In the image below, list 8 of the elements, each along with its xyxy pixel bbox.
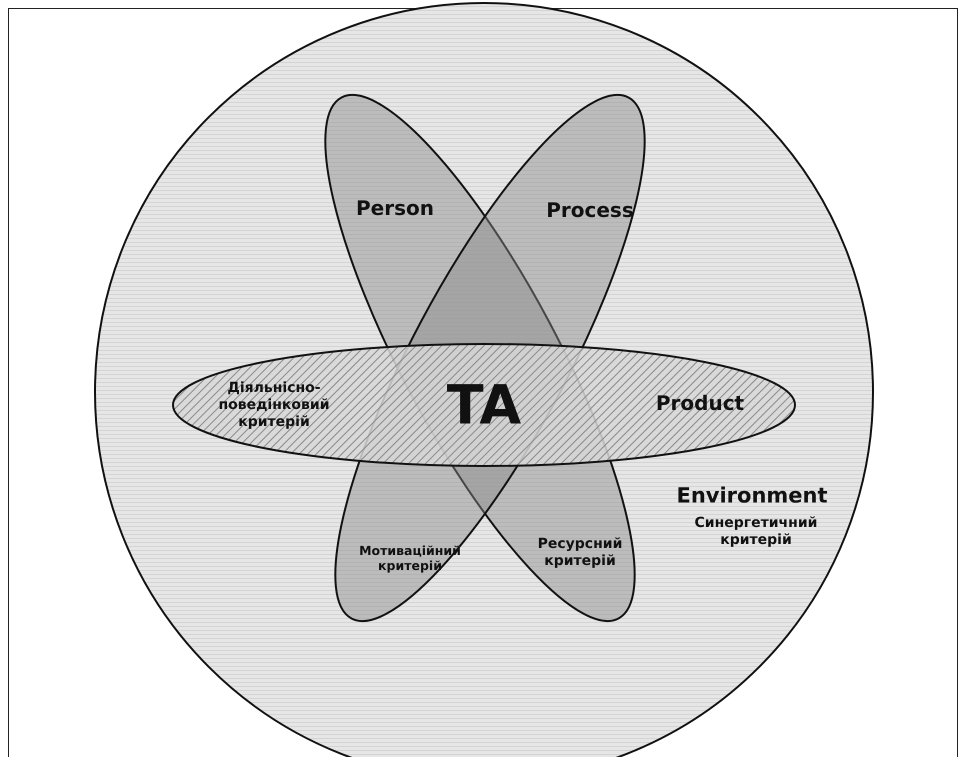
criterion-label: Product bbox=[654, 391, 746, 415]
region-title: Environment bbox=[675, 483, 829, 509]
region-title: Діяльнісно-поведінковий критерій bbox=[217, 380, 331, 430]
criterion-label: Синергетичний критерій bbox=[694, 515, 818, 549]
center-label: TA bbox=[446, 374, 522, 436]
region-title: Person bbox=[355, 196, 435, 220]
region-title: Process bbox=[545, 198, 635, 222]
criterion-label: Ресурсний критерій bbox=[536, 536, 624, 570]
